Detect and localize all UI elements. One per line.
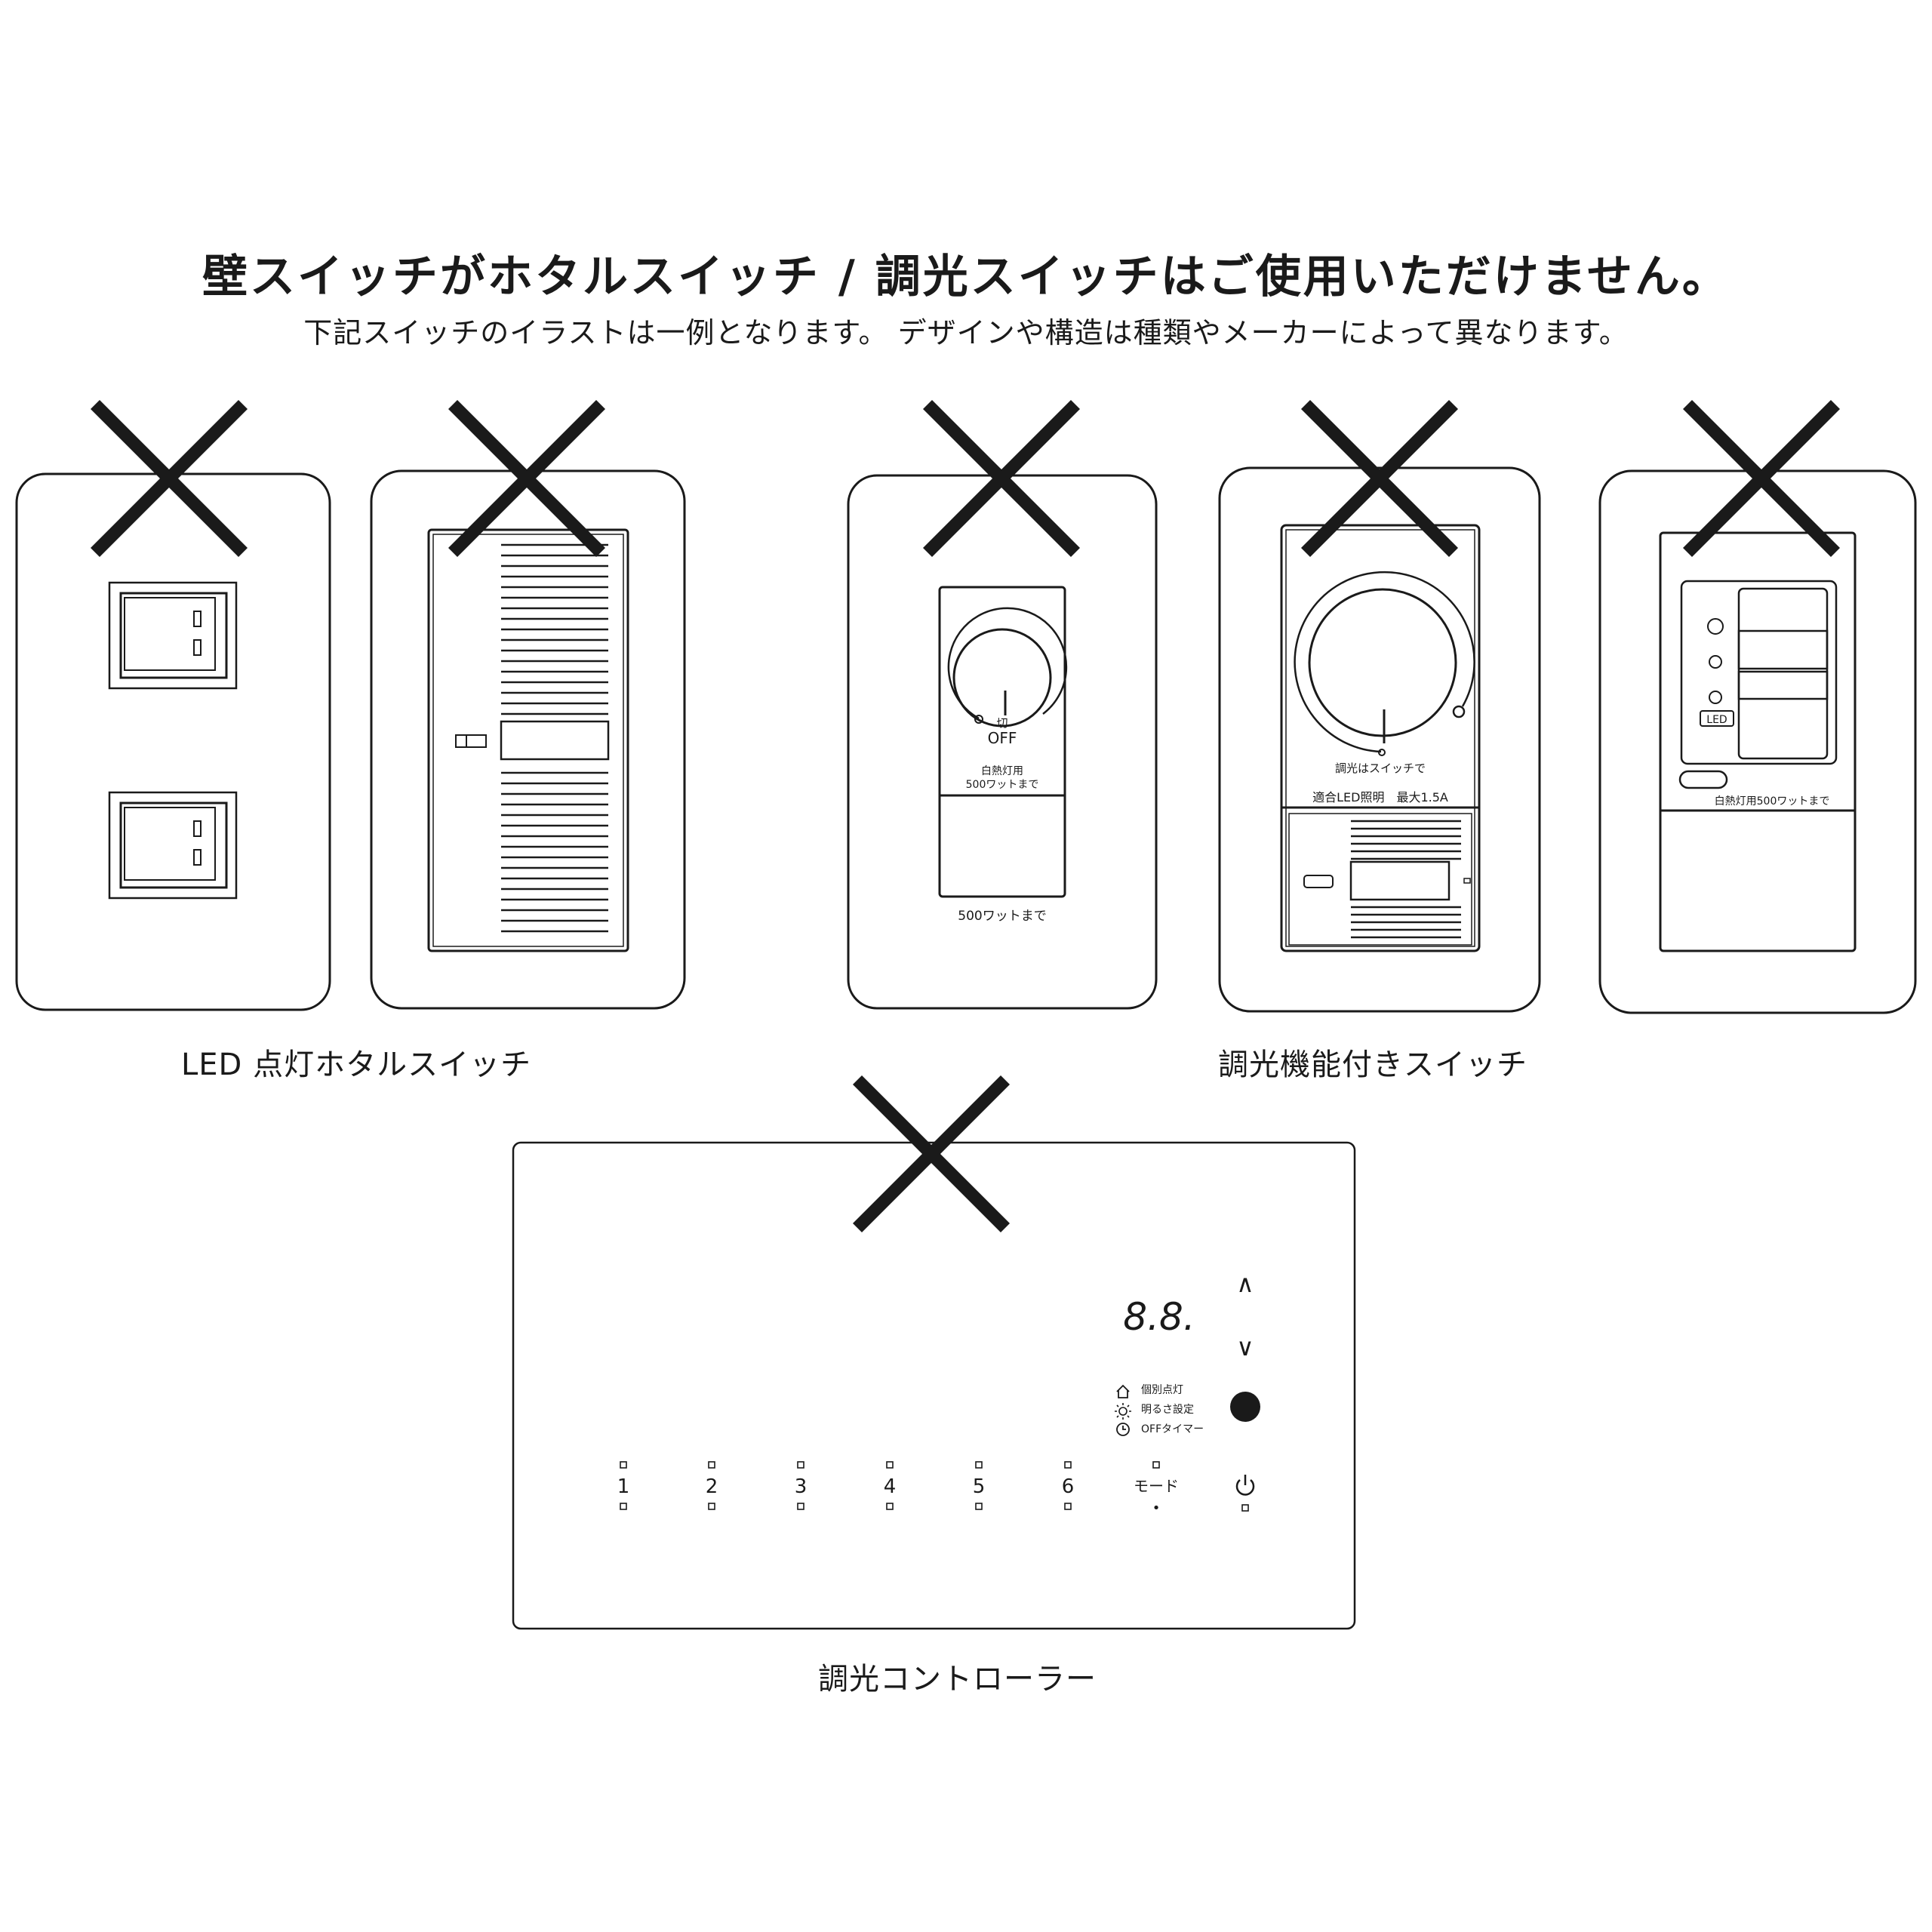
controller-legend: 個別点灯 明るさ設定 OFFタイマー (1115, 1384, 1204, 1436)
controller-mode-button[interactable]: モード • (1134, 1461, 1179, 1516)
mode-label: モード (1134, 1477, 1179, 1495)
dial-rating-line2: 500ワットまで (966, 779, 1039, 791)
controller-down-arrow[interactable]: ∨ (1236, 1333, 1254, 1361)
legend-off-timer: OFFタイマー (1141, 1423, 1204, 1435)
channel-label: 4 (884, 1475, 897, 1498)
controller-channel-5[interactable]: 5 (973, 1461, 986, 1510)
sun-icon (1115, 1403, 1131, 1420)
panel-large-dial-dimmer: 調光はスイッチで 適合LED照明 最大1.5A (1218, 466, 1541, 1013)
page-subtitle: 下記スイッチのイラストは一例となります。 デザインや構造は種類やメーカーによって… (303, 316, 1629, 349)
dial-rating-line1: 白熱灯用 (981, 765, 1023, 777)
panel-led-rocker-switch (15, 472, 331, 1011)
x-mark-icon (1682, 399, 1841, 558)
controller-channel-1[interactable]: 1 (617, 1461, 630, 1510)
x-mark-icon (852, 1075, 1011, 1233)
panel-slide-dimmer: LED 白熱灯用500ワットまで (1598, 469, 1917, 1014)
panel-dimmer-controller: 8.8. ∧ ∨ 個別点灯 明るさ設定 OFFタイマー 1 2 (512, 1141, 1356, 1630)
rocker-switch-lower (108, 791, 238, 900)
controller-channel-6[interactable]: 6 (1062, 1461, 1075, 1510)
page-title: 壁スイッチがホタルスイッチ / 調光スイッチはご使用いただけません。 (202, 251, 1730, 303)
large-dimmer-note: 調光はスイッチで (1335, 761, 1426, 775)
controller-display: 8.8. (1123, 1295, 1195, 1339)
clock-icon (1116, 1423, 1130, 1436)
caption-led-hotaru-switch: LED 点灯ホタルスイッチ (181, 1048, 532, 1082)
dial-off-label: OFF (988, 729, 1017, 747)
plate-ribs (501, 543, 608, 933)
x-mark-icon (1300, 399, 1459, 558)
x-mark-icon (90, 399, 248, 558)
legend-brightness: 明るさ設定 (1141, 1404, 1194, 1416)
channel-label: 6 (1062, 1475, 1075, 1498)
large-dimmer-ribs (1351, 820, 1461, 939)
controller-up-arrow[interactable]: ∧ (1236, 1269, 1254, 1298)
controller-channel-3[interactable]: 3 (795, 1461, 808, 1510)
controller-channel-2[interactable]: 2 (706, 1461, 718, 1510)
caption-dimmer-controller: 調光コントローラー (818, 1662, 1097, 1697)
x-mark-icon (922, 399, 1081, 558)
mode-dot: • (1152, 1500, 1161, 1516)
panel-rotary-dimmer: 切 OFF 白熱灯用 500ワットまで 500ワットまで (847, 474, 1158, 1010)
dial-bottom-label: 500ワットまで (958, 909, 1046, 924)
channel-label: 1 (617, 1475, 630, 1498)
home-icon (1116, 1384, 1130, 1398)
dial-kiri-label: 切 (996, 716, 1008, 730)
controller-power-button[interactable] (1235, 1475, 1255, 1512)
slide-rating: 白熱灯用500ワットまで (1715, 795, 1830, 808)
large-dimmer-rating: 適合LED照明 最大1.5A (1312, 790, 1448, 804)
channel-label: 5 (973, 1475, 986, 1498)
controller-select-button[interactable] (1230, 1392, 1260, 1422)
caption-dimmer-function-switch: 調光機能付きスイッチ (1218, 1048, 1527, 1082)
channel-label: 3 (795, 1475, 808, 1498)
power-icon (1235, 1479, 1255, 1496)
legend-individual: 個別点灯 (1141, 1384, 1183, 1396)
controller-channel-4[interactable]: 4 (884, 1461, 897, 1510)
x-mark-icon (448, 399, 606, 558)
panel-wide-plate-switch (370, 469, 686, 1010)
channel-label: 2 (706, 1475, 718, 1498)
rocker-switch-upper (108, 581, 238, 690)
slide-led-tag: LED (1706, 714, 1727, 726)
